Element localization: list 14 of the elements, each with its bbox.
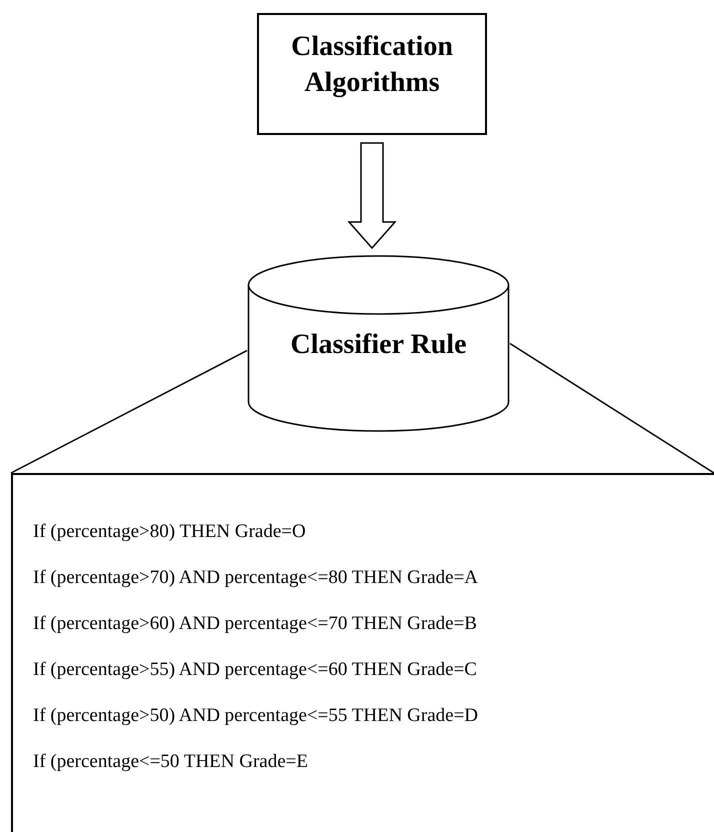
rule-text: If (percentage>80) THEN Grade=O bbox=[33, 520, 306, 543]
rule-text: If (percentage>70) AND percentage<=80 THEN Grade=A bbox=[33, 566, 478, 589]
rule-text: If (percentage>50) AND percentage<=55 THEN Grade=D bbox=[33, 704, 478, 727]
database-cylinder bbox=[248, 255, 510, 432]
cylinder-label: Classifier Rule bbox=[290, 328, 467, 362]
connector-line bbox=[510, 342, 714, 474]
process-box bbox=[257, 13, 487, 135]
rule-text: If (percentage>55) AND percentage<=60 THEN Grade=C bbox=[33, 658, 477, 681]
rule-text: If (percentage>60) AND percentage<=70 THEN Grade=B bbox=[33, 612, 477, 635]
rule-text: If (percentage<=50 THEN Grade=E bbox=[33, 750, 308, 773]
connector-line bbox=[10, 350, 248, 474]
rules-panel bbox=[11, 473, 714, 832]
box-title: Classification Algorithms bbox=[290, 30, 454, 100]
block-arrow bbox=[347, 142, 397, 250]
